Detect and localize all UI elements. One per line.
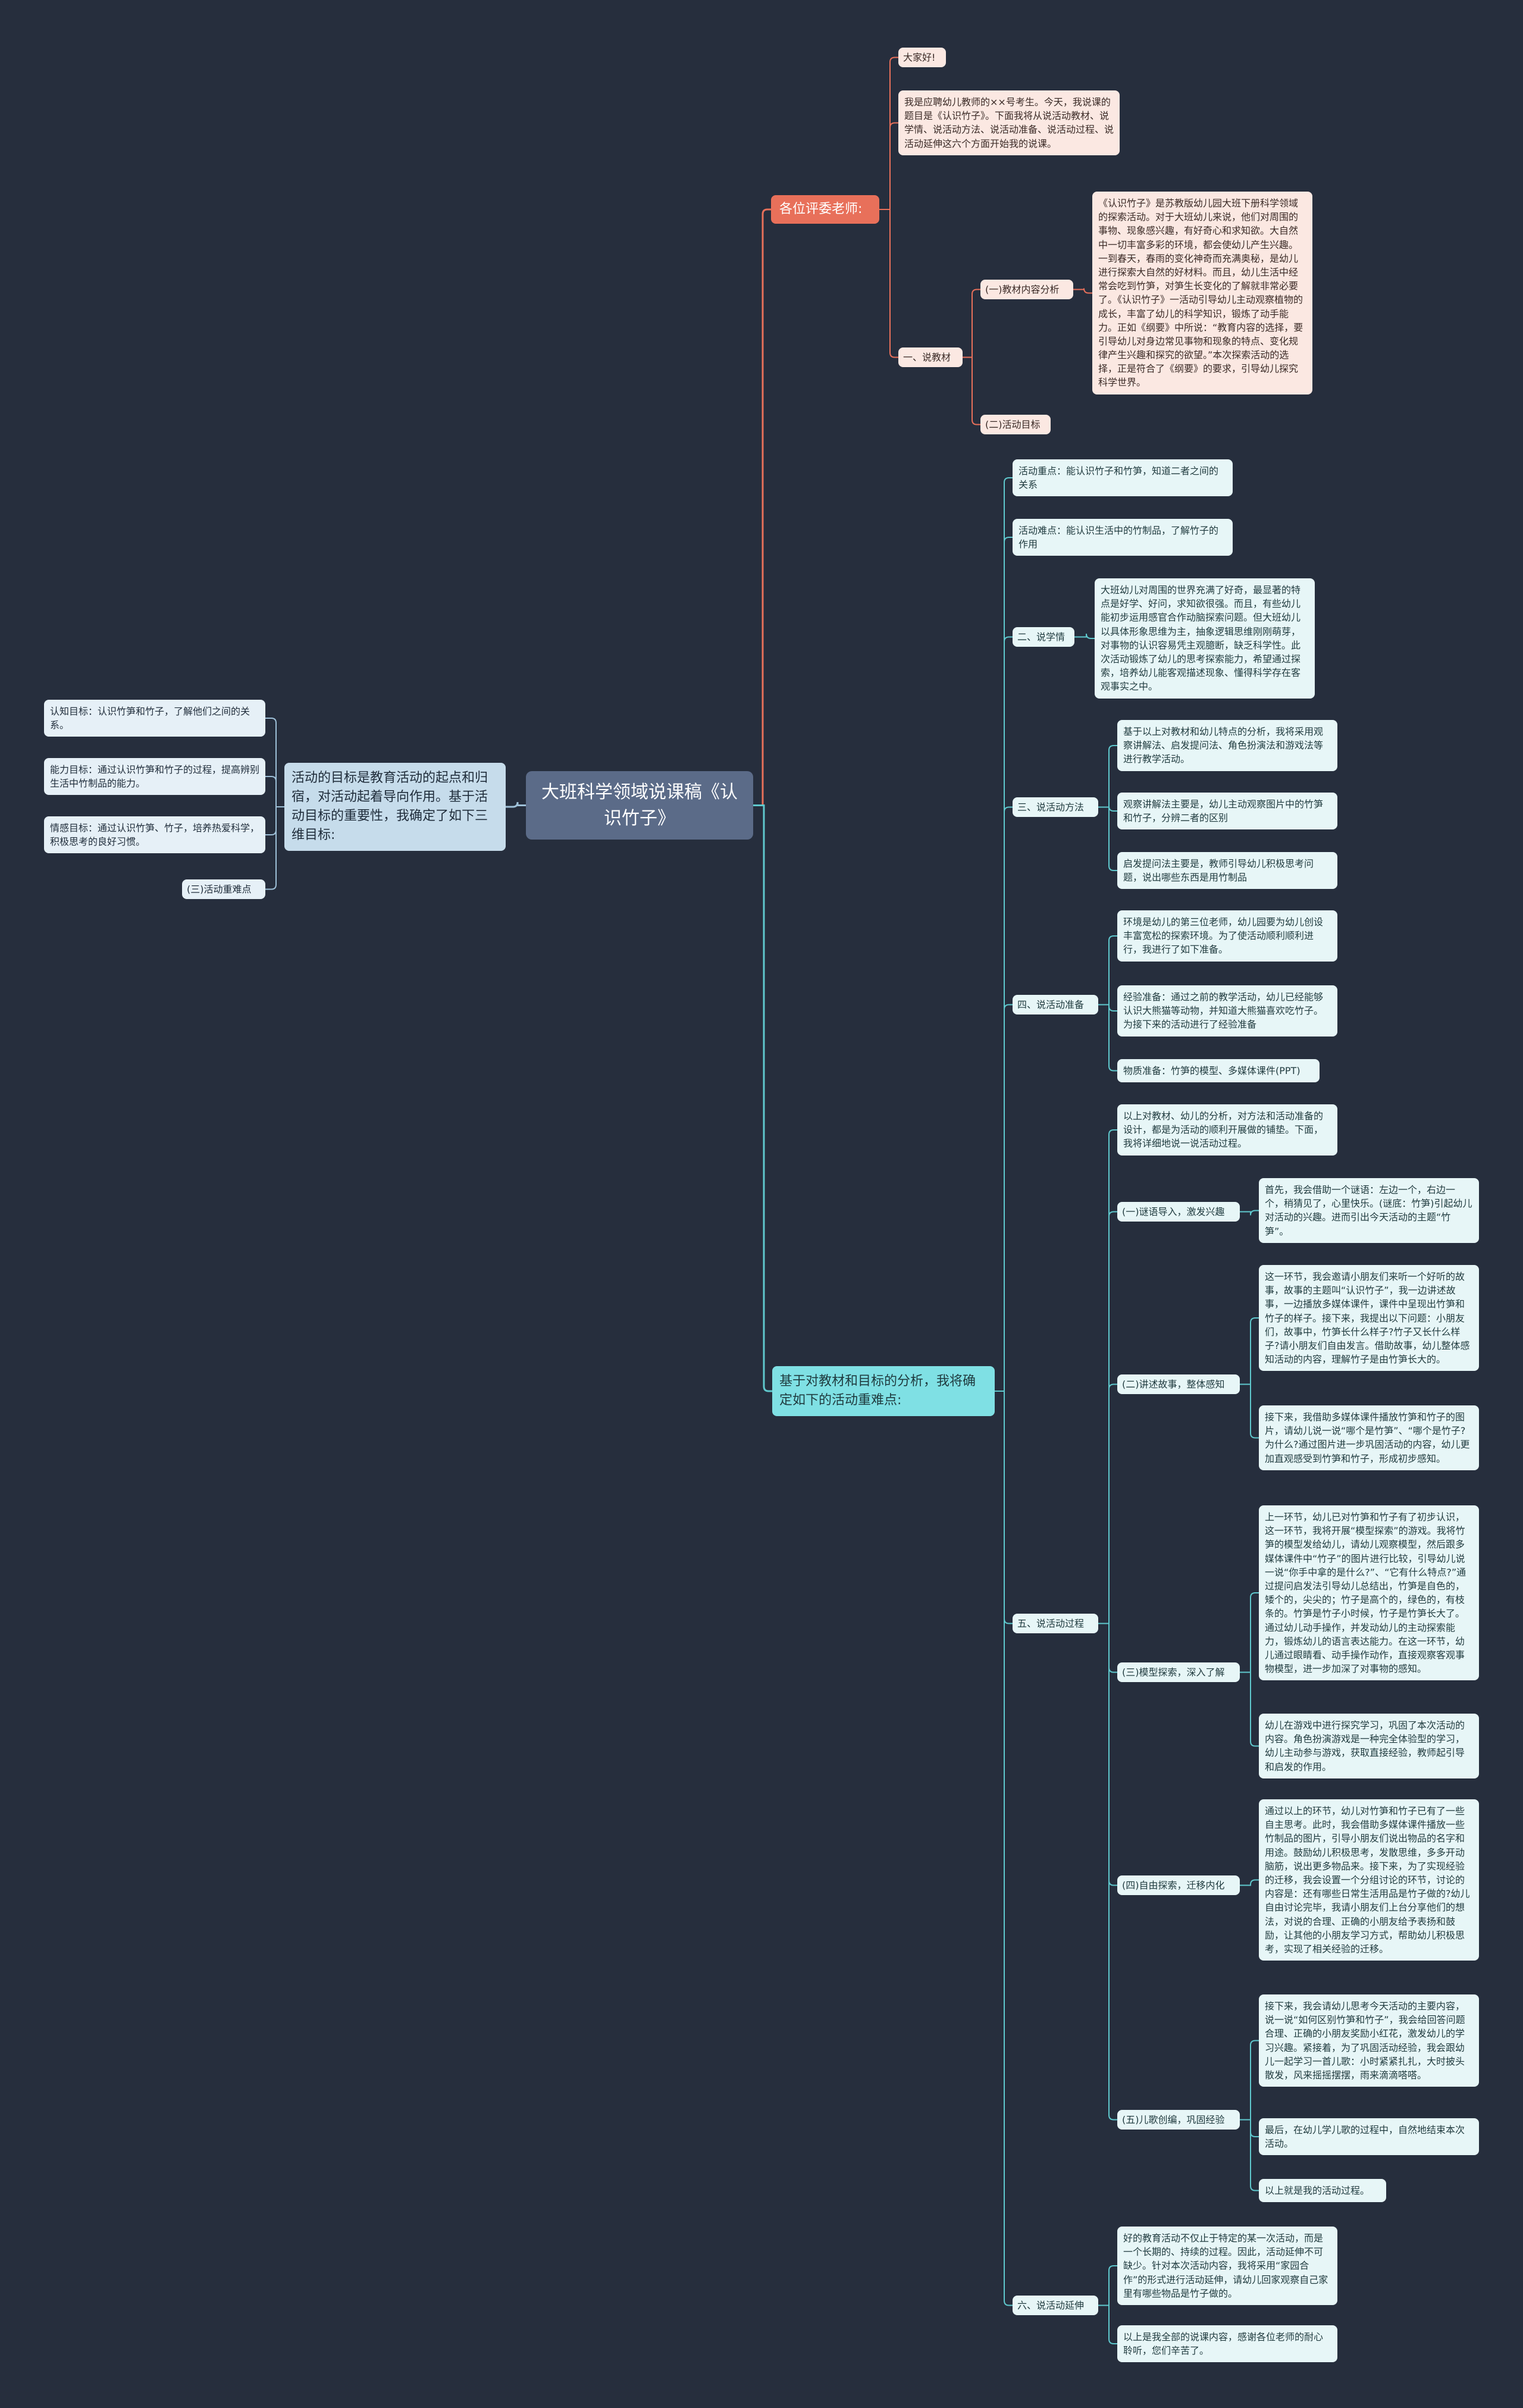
connector-line — [879, 57, 898, 210]
preparation-item-3[interactable]: 物质准备：竹笋的模型、多媒体课件(PPT) — [1117, 1059, 1320, 1083]
connector-line — [1098, 1623, 1117, 1673]
step-song-label[interactable]: (五)儿歌创编，巩固经验 — [1117, 2110, 1240, 2130]
connector-line — [963, 289, 980, 358]
connector-line — [1098, 1623, 1117, 1886]
textbook-analysis-label[interactable]: (一)教材内容分析 — [980, 280, 1073, 300]
process-intro[interactable]: 以上对教材、幼儿的分析，对方法和活动准备的设计，都是为活动的顺利开展做的铺垫。下… — [1117, 1104, 1337, 1156]
key-difficult-points-label[interactable]: (三)活动重难点 — [182, 879, 265, 900]
step-song-text-1[interactable]: 接下来，我会请幼儿思考今天活动的主要内容，说一说“如何区别竹笋和竹子”，我会给回… — [1259, 1994, 1479, 2087]
intro-node[interactable]: 我是应聘幼儿教师的××号考生。今天，我说课的题目是《认识竹子》。下面我将从说活动… — [898, 90, 1120, 155]
step-story-text-2[interactable]: 接下来，我借助多媒体课件播放竹笋和竹子的图片，请幼儿说一说“哪个是竹笋”、“哪个… — [1259, 1405, 1479, 1470]
connector-line — [995, 477, 1013, 1392]
step-song-text-3[interactable]: 以上就是我的活动过程。 — [1259, 2179, 1386, 2203]
connector-line — [1098, 1211, 1117, 1624]
connector-line — [995, 1004, 1013, 1392]
step-story-text-1[interactable]: 这一环节，我会邀请小朋友们来听一个好听的故事，故事的主题叫“认识竹子”，我一边讲… — [1259, 1265, 1479, 1371]
step-explore-label[interactable]: (四)自由探索，迁移内化 — [1117, 1875, 1240, 1896]
connector-line — [879, 122, 898, 210]
step-model-label[interactable]: (三)模型探索，深入了解 — [1117, 1662, 1240, 1683]
connector-line — [1240, 1671, 1259, 1747]
step-story-label[interactable]: (二)讲述故事，整体感知 — [1117, 1374, 1240, 1395]
section-extension-label[interactable]: 六、说活动延伸 — [1013, 2296, 1098, 2316]
section-preparation-label[interactable]: 四、说活动准备 — [1013, 995, 1098, 1015]
activity-goal-label[interactable]: (二)活动目标 — [980, 415, 1051, 435]
connector-line — [995, 806, 1013, 1392]
methods-item-2[interactable]: 观察讲解法主要是，幼儿主动观察图片中的竹笋和竹子，分辨二者的区别 — [1117, 793, 1337, 830]
connector-line — [1240, 2040, 1259, 2121]
connector-line — [995, 1391, 1013, 2306]
connector-line — [1098, 1623, 1117, 2121]
connector-line — [265, 776, 284, 807]
connector-line — [879, 209, 898, 358]
step-riddle-text[interactable]: 首先，我会借助一个谜语：左边一个，右边一个，稍猜见了，心里快乐。(谜底：竹笋)引… — [1259, 1178, 1479, 1243]
preparation-item-2[interactable]: 经验准备：通过之前的教学活动，幼儿已经能够认识大熊猫等动物，并知道大熊猫喜欢吃竹… — [1117, 985, 1337, 1037]
connector-line — [753, 804, 772, 1392]
connector-line — [995, 636, 1013, 1392]
step-riddle-label[interactable]: (一)谜语导入，激发兴趣 — [1117, 1202, 1240, 1222]
connector-line — [1098, 1004, 1117, 1012]
connector-line — [265, 806, 284, 835]
methods-item-3[interactable]: 启发提问法主要是，教师引导幼儿积极思考问题，说出哪些东西是用竹制品 — [1117, 852, 1337, 890]
preparation-item-1[interactable]: 环境是幼儿的第三位老师，幼儿园要为幼儿创设丰富宽松的探索环境。为了使活动顺利顺利… — [1117, 910, 1337, 962]
connector-line — [1240, 2119, 1259, 2191]
connector-line — [1098, 806, 1117, 871]
step-model-text-2[interactable]: 幼儿在游戏中进行探究学习，巩固了本次活动的内容。角色扮演游戏是一种完全体验型的学… — [1259, 1714, 1479, 1778]
connector-line — [1073, 288, 1092, 294]
goal-emotion[interactable]: 情感目标：通过认识竹笋、竹子，培养热爱科学，积极思考的良好习惯。 — [44, 816, 265, 854]
connector-line — [1240, 1592, 1259, 1673]
section-process-label[interactable]: 五、说活动过程 — [1013, 1614, 1098, 1634]
step-explore-text[interactable]: 通过以上的环节，幼儿对竹笋和竹子已有了一些自主思考。此时，我会借助多媒体课件播放… — [1259, 1799, 1479, 1961]
connector-line — [963, 356, 980, 425]
goal-cognitive[interactable]: 认知目标：认识竹笋和竹子，了解他们之间的关系。 — [44, 700, 265, 737]
connector-line — [265, 718, 284, 807]
difficult-point-node[interactable]: 活动难点：能认识生活中的竹制品，了解竹子的作用 — [1013, 519, 1233, 556]
key-point-node[interactable]: 活动重点：能认识竹子和竹笋，知道二者之间的关系 — [1013, 459, 1233, 497]
extension-item-1[interactable]: 好的教育活动不仅止于特定的某一次活动，而是一个长期的、持续的过程。因此，活动延伸… — [1117, 2227, 1337, 2305]
connector-line — [1240, 1879, 1259, 1886]
branch-judges-greeting[interactable]: 各位评委老师: — [771, 195, 879, 224]
root-topic[interactable]: 大班科学领域说课稿《认识竹子》 — [526, 771, 753, 840]
connector-line — [1240, 1210, 1259, 1216]
step-model-text-1[interactable]: 上一环节，幼儿已对竹笋和竹子有了初步认识，这一环节，我将开展“模型探索”的游戏。… — [1259, 1505, 1479, 1681]
step-song-text-2[interactable]: 最后，在幼儿学儿歌的过程中，自然地结束本次活动。 — [1259, 2118, 1479, 2156]
extension-item-2[interactable]: 以上是我全部的说课内容，感谢各位老师的耐心聆听，您们辛苦了。 — [1117, 2325, 1337, 2363]
connector-line — [265, 806, 284, 890]
connector-line — [1098, 1004, 1117, 1072]
connector-line — [506, 801, 526, 808]
connector-line — [1098, 1383, 1117, 1624]
connector-line — [1098, 2265, 1117, 2306]
methods-item-1[interactable]: 基于以上对教材和幼儿特点的分析，我将采用观察讲解法、启发提问法、角色扮演法和游戏… — [1117, 720, 1337, 771]
branch-key-difficult-points[interactable]: 基于对教材和目标的分析，我将确定如下的活动重难点: — [772, 1366, 995, 1416]
section-methods-label[interactable]: 三、说活动方法 — [1013, 797, 1098, 818]
connector-line — [1240, 1383, 1259, 1439]
connector-line — [1240, 2119, 1259, 2137]
section-learner-label[interactable]: 二、说学情 — [1013, 627, 1074, 647]
connector-line — [1098, 2304, 1117, 2344]
learner-analysis-text[interactable]: 大班幼儿对周围的世界充满了好奇，最显著的特点是好学、好问，求知欲很强。而且，有些… — [1095, 578, 1315, 699]
goal-ability[interactable]: 能力目标：通过认识竹笋和竹子的过程，提高辨别生活中竹制品的能力。 — [44, 758, 265, 796]
section-textbook-label[interactable]: 一、说教材 — [898, 347, 963, 368]
connector-line — [995, 537, 1013, 1392]
connector-line — [1074, 633, 1095, 639]
connector-line — [1240, 1317, 1259, 1385]
greeting-node[interactable]: 大家好! — [898, 48, 946, 68]
connector-line — [1098, 745, 1117, 808]
textbook-analysis-text[interactable]: 《认识竹子》是苏教版幼儿园大班下册科学领域的探索活动。对于大班幼儿来说，他们对周… — [1092, 192, 1312, 394]
connector-line — [1098, 1129, 1117, 1624]
connector-line — [753, 208, 771, 806]
connector-line — [1098, 806, 1117, 812]
branch-three-dimension-goals[interactable]: 活动的目标是教育活动的起点和归宿，对活动起着导向作用。基于活动目标的重要性，我确… — [284, 763, 506, 851]
connector-line — [1098, 935, 1117, 1006]
